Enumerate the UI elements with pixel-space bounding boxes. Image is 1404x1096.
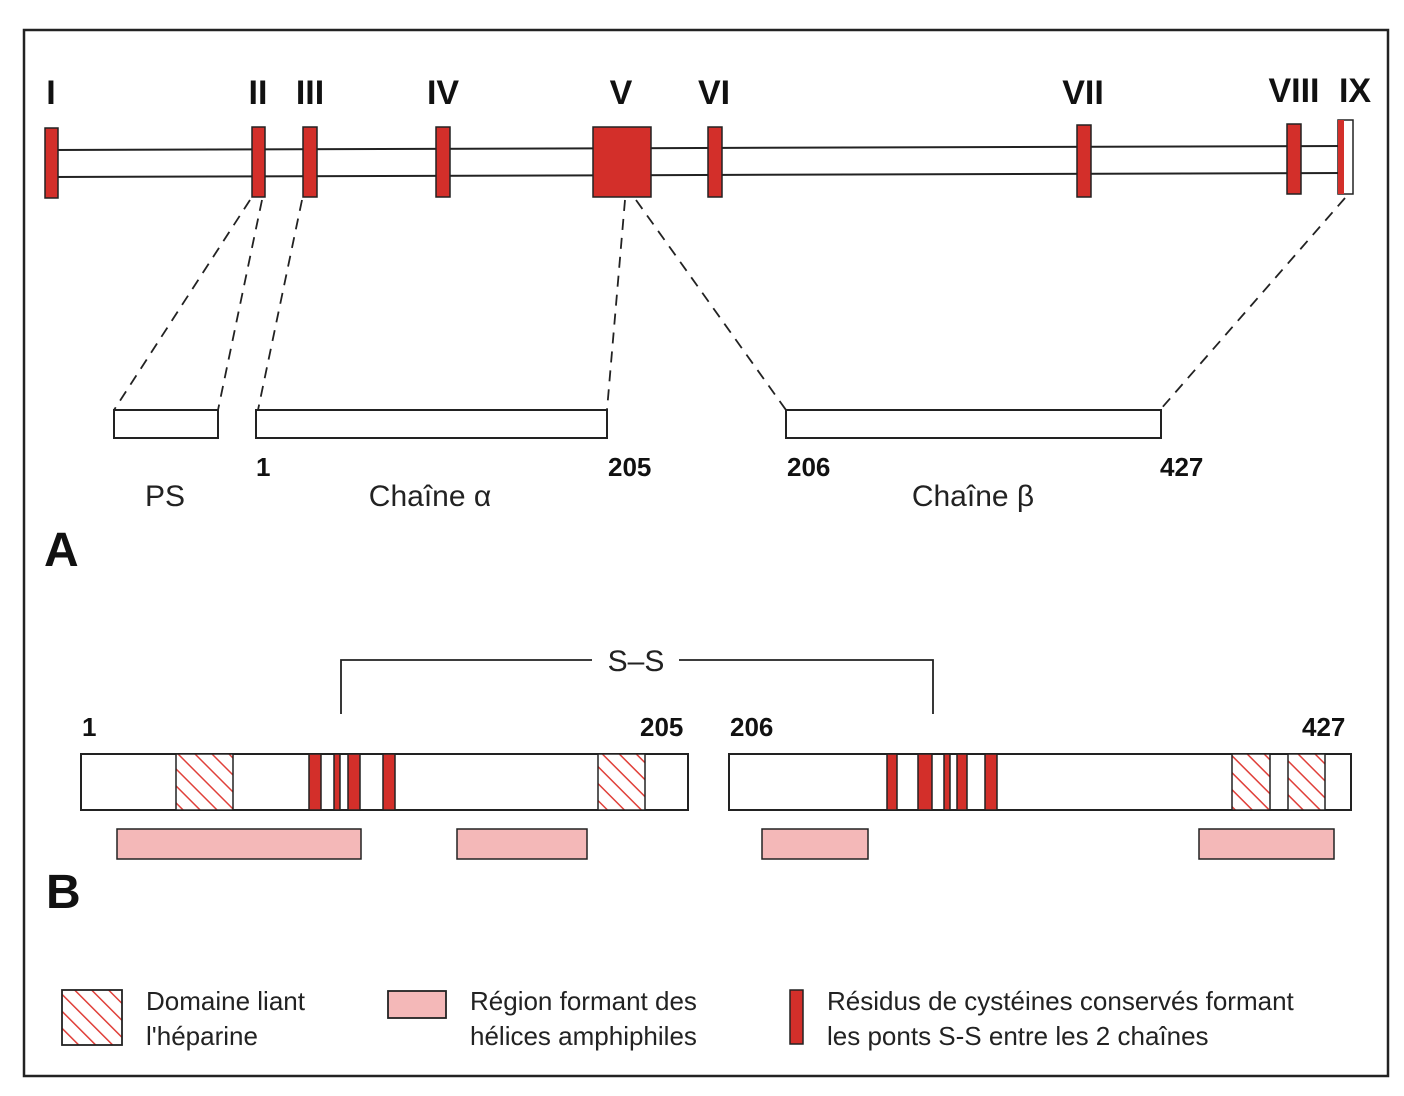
beta-chain-box xyxy=(785,409,1162,439)
exon-box-8 xyxy=(1286,123,1302,195)
ss-bond-label: S–S xyxy=(608,645,665,678)
b-beta-cysteine-residues xyxy=(886,753,998,811)
panel-a-label: A xyxy=(44,524,79,577)
legend-heparin-line-1: Domaine liant xyxy=(146,986,306,1016)
signal-peptide-box xyxy=(113,409,219,439)
exon-box-4 xyxy=(435,126,451,198)
exon-box-6 xyxy=(707,126,723,198)
alpha-start-number: 1 xyxy=(256,452,270,482)
legend-amphiphilic-swatch xyxy=(387,990,447,1019)
exon-box-7 xyxy=(1076,124,1092,198)
beta-chain-label: Chaîne β xyxy=(912,480,1034,513)
exon-label-4: IV xyxy=(427,74,459,112)
gene-backbone-top xyxy=(50,145,1347,151)
exon-label-7: VII xyxy=(1062,74,1104,112)
panel-b: S–S 1 205 206 427 xyxy=(46,645,1352,919)
b-alpha-heparin-domain-2 xyxy=(597,753,646,811)
alpha-chain-label: Chaîne α xyxy=(369,480,491,513)
legend-amphiphilic-line-2: hélices amphiphiles xyxy=(470,1021,697,1051)
exon-box-9-coding xyxy=(1338,120,1344,194)
gene-backbone-bottom xyxy=(50,172,1347,178)
exon-box-1 xyxy=(44,127,59,199)
b-beta-heparin-domain-1 xyxy=(1231,753,1271,811)
b-beta-start-number: 206 xyxy=(730,712,773,742)
legend: Domaine liant l'héparine Région formant … xyxy=(61,986,1295,1051)
legend-heparin-swatch xyxy=(61,989,123,1046)
exon-label-8: VIII xyxy=(1268,72,1319,110)
exon-box-3 xyxy=(302,126,318,198)
alpha-end-number: 205 xyxy=(608,452,651,482)
exon-box-2 xyxy=(251,126,266,198)
beta-end-number: 427 xyxy=(1160,452,1203,482)
b-beta-heparin-domain-2 xyxy=(1287,753,1326,811)
exon-label-2: II xyxy=(249,74,268,112)
b-alpha-start-number: 1 xyxy=(82,712,96,742)
exon-label-5: V xyxy=(610,74,633,112)
b-alpha-cysteine-residues xyxy=(308,753,396,811)
beta-start-number: 206 xyxy=(787,452,830,482)
exon-label-3: III xyxy=(296,74,324,112)
b-amphiphilic-regions xyxy=(116,828,1335,860)
ss-bond-bracket-left xyxy=(340,659,592,714)
legend-cysteine-line-2: les ponts S-S entre les 2 chaînes xyxy=(827,1021,1209,1051)
b-beta-end-number: 427 xyxy=(1302,712,1345,742)
exon-to-protein-connectors xyxy=(113,197,1346,411)
legend-amphiphilic-line-1: Région formant des xyxy=(470,986,697,1016)
figure-frame xyxy=(22,28,1390,1078)
exon-label-6: VI xyxy=(698,74,730,112)
panel-b-label: B xyxy=(46,866,81,919)
b-alpha-heparin-domain-1 xyxy=(175,753,234,811)
exon-label-1: I xyxy=(46,74,55,112)
legend-cysteine-swatch xyxy=(789,989,804,1045)
legend-heparin-line-2: l'héparine xyxy=(146,1021,258,1051)
exon-label-9: IX xyxy=(1339,72,1371,110)
alpha-chain-box xyxy=(255,409,608,439)
ss-bond-bracket-right xyxy=(679,659,934,714)
exon-box-5 xyxy=(592,126,652,198)
b-alpha-end-number: 205 xyxy=(640,712,683,742)
legend-cysteine-line-1: Résidus de cystéines conservés formant xyxy=(827,986,1295,1016)
signal-peptide-label: PS xyxy=(145,480,185,513)
panel-a: I II III IV V VI VII VIII IX xyxy=(44,72,1371,577)
